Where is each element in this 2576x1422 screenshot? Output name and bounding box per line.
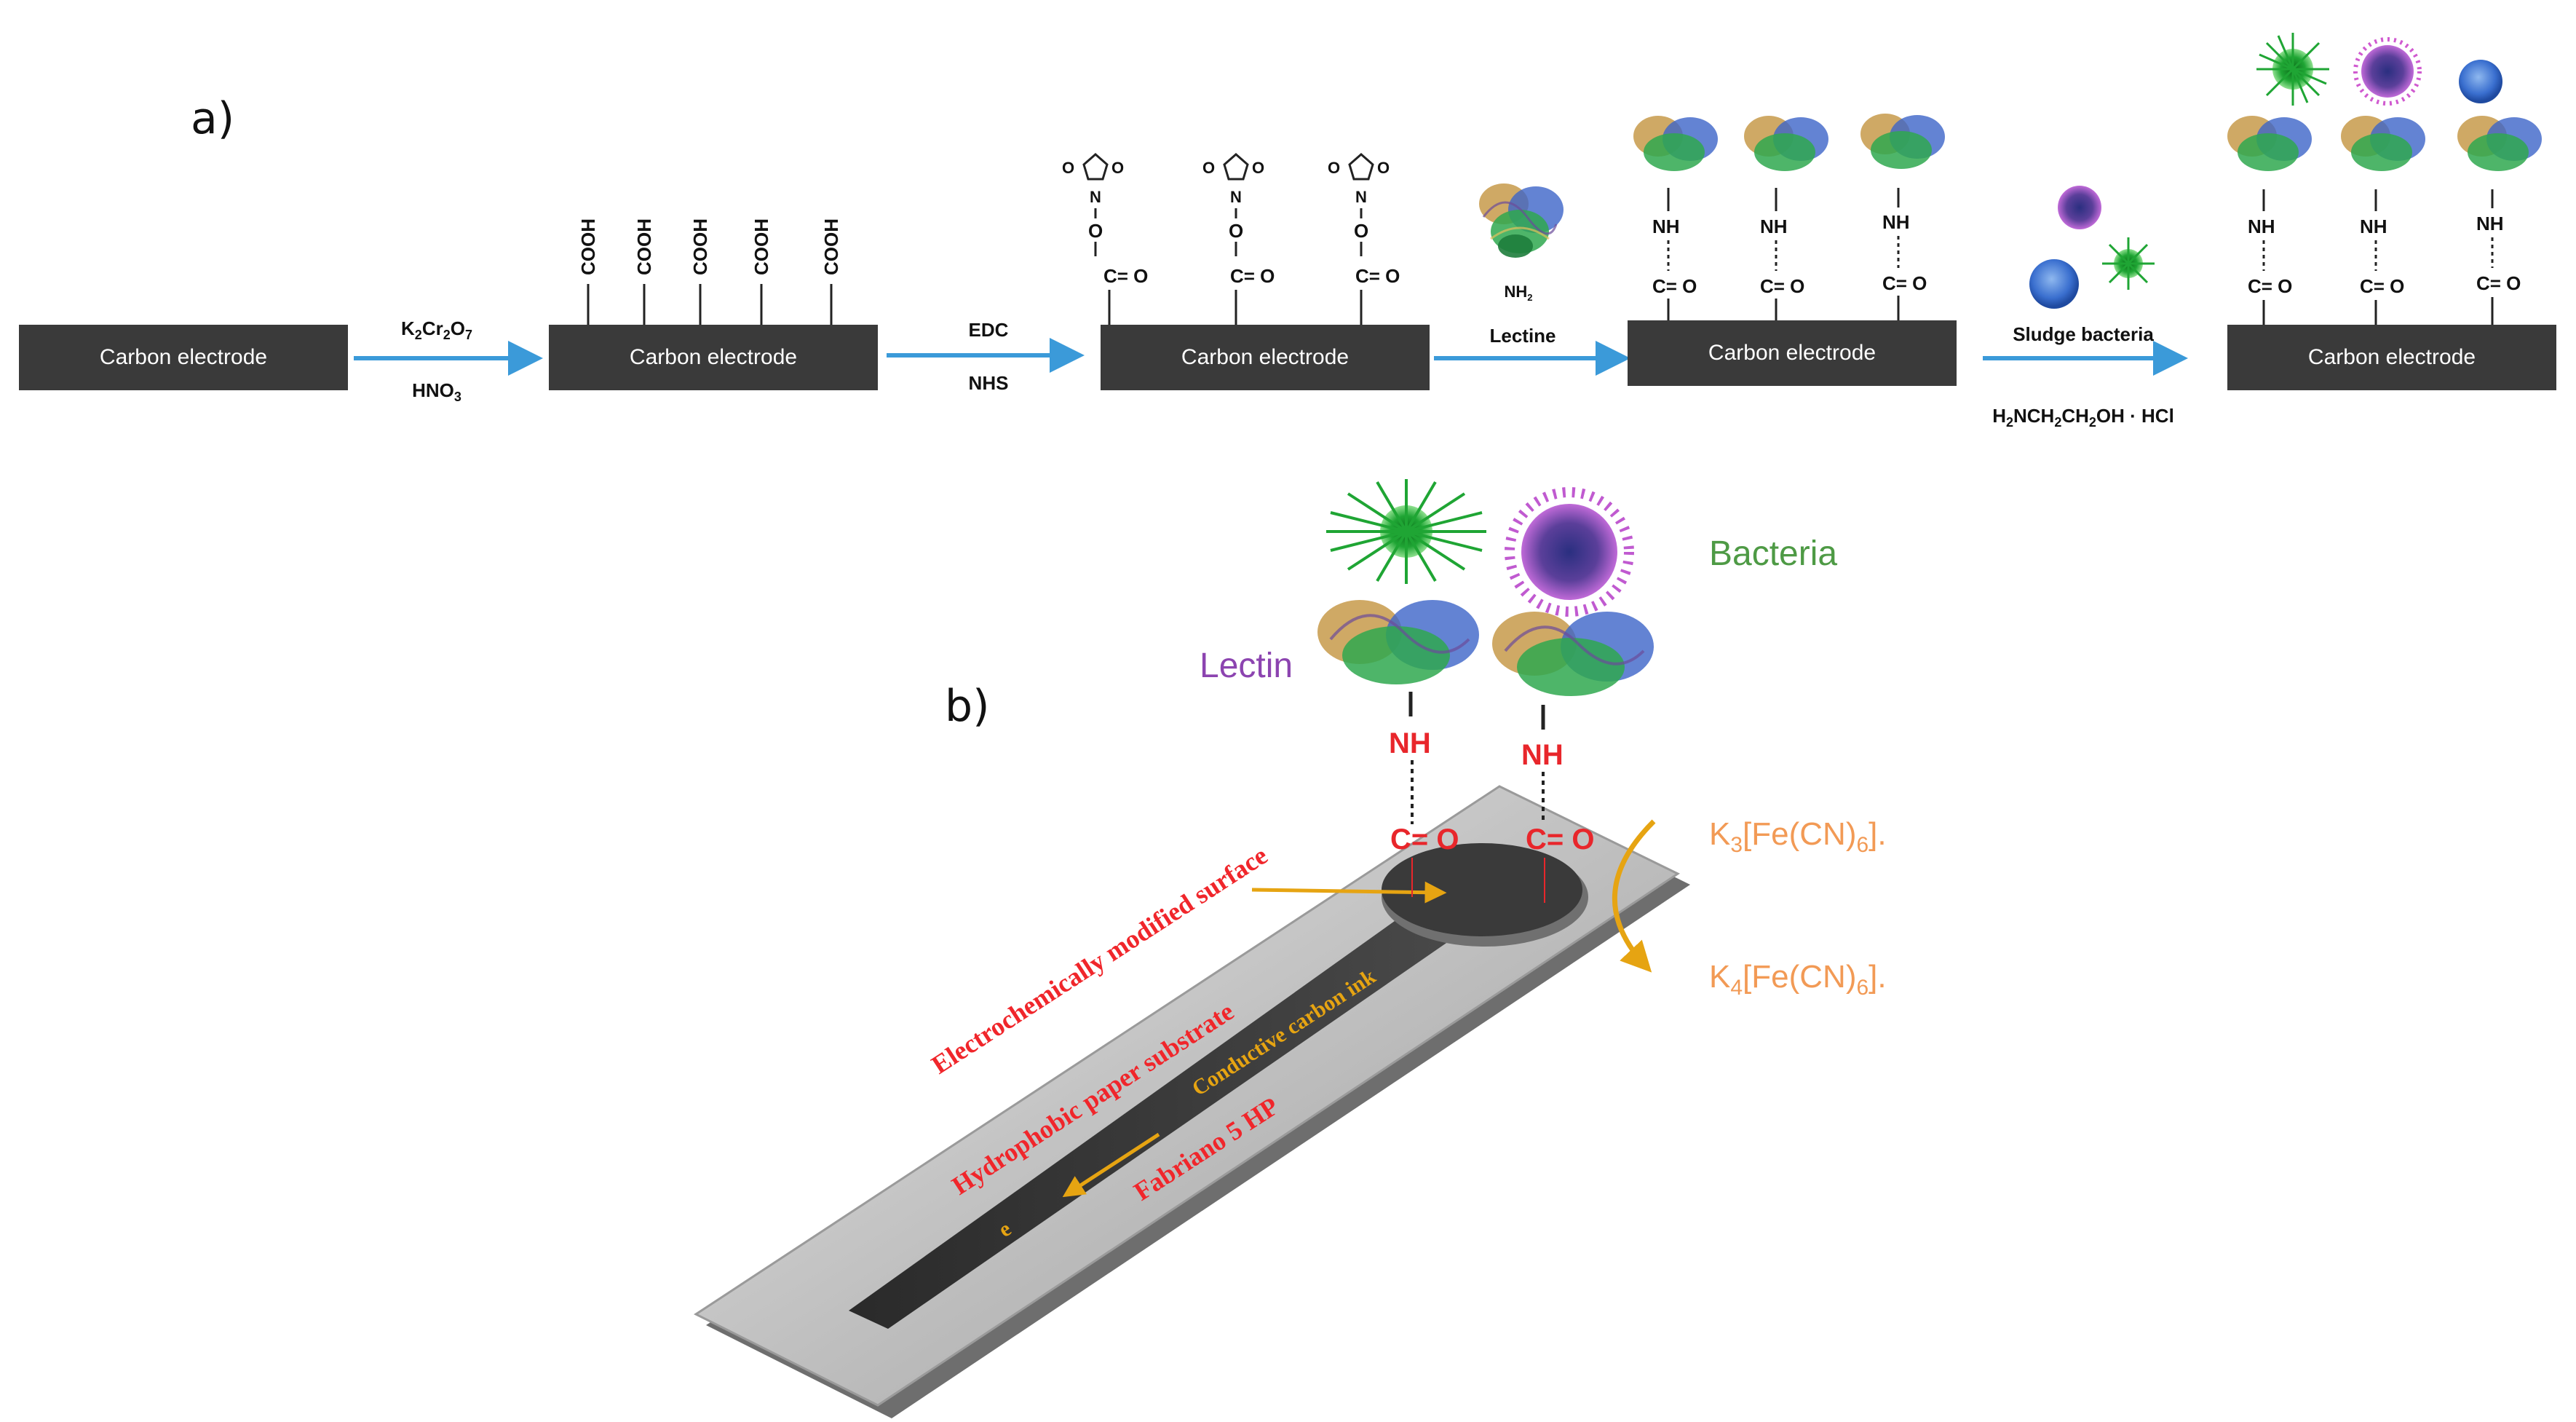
bacteria-blue-icon [2459, 60, 2502, 103]
lectin-molecule-icon [1317, 600, 1479, 684]
o-atom: O [1229, 220, 1243, 242]
nh-label: NH [1760, 216, 1788, 237]
electrode-label: Carbon electrode [1708, 341, 1876, 365]
o-atom: O [1202, 159, 1215, 177]
reagent-edc: EDC [969, 319, 1009, 341]
nh-label: NH [1652, 216, 1680, 237]
nh-label: NH [2248, 216, 2275, 237]
amine-label: NH2 [1504, 283, 1532, 303]
n-atom: N [1355, 188, 1367, 206]
electrode-step2: Carbon electrode O O N O C= O O O N O C=… [1062, 153, 1430, 390]
nh-label: NH [1882, 211, 1910, 233]
nhs-ester: O O N O C= O [1328, 153, 1400, 325]
bacteria-label: Bacteria [1709, 534, 1837, 573]
sludge-bacteria-icon [2029, 186, 2155, 309]
nh-label: NH [1389, 727, 1431, 759]
carbonyl-label: C= O [1760, 275, 1804, 297]
cooh-text: COOH [820, 218, 842, 275]
carbonyl-label: C= O [1230, 265, 1275, 287]
panel-a-label: a) [191, 93, 234, 144]
o-atom: O [1088, 220, 1103, 242]
lectin-linkage: NH C= O [1521, 705, 1594, 903]
nh-label: NH [2476, 213, 2504, 234]
reagent-acid: HNO3 [412, 379, 461, 404]
carbonyl-label: C= O [1652, 275, 1697, 297]
lectin-linkage: NH C= O [1744, 116, 1828, 320]
ferrocyanide-label: K4[Fe(CN)6]. [1709, 959, 1887, 1000]
lectin-linkage: NH C= O [1389, 692, 1459, 897]
redox-arrow [1612, 819, 1656, 973]
n-atom: N [1230, 188, 1242, 206]
cooh-group: COOH [689, 218, 711, 325]
cooh-group: COOH [577, 218, 599, 325]
carbonyl-label: C= O [2248, 275, 2292, 297]
panel-b-label: b) [945, 681, 990, 732]
nh-label: NH [1521, 739, 1564, 771]
n-atom: N [1090, 188, 1101, 206]
carbonyl-label: C= O [1390, 823, 1459, 856]
electrode-label: Carbon electrode [100, 345, 267, 369]
lectin-linkage: NH C= O [2457, 116, 2542, 325]
carbon-ink-track [849, 896, 1481, 1329]
reagent-nhs: NHS [969, 372, 1009, 394]
o-atom: O [1111, 159, 1124, 177]
reagent-oxidant: K2Cr2O7 [401, 317, 472, 342]
lectin-linkage: NH C= O [2227, 116, 2312, 325]
nhs-ester: O O N O C= O [1062, 153, 1148, 325]
reagent-sludge-bacteria: Sludge bacteria [2013, 323, 2154, 345]
electrode-step0: Carbon electrode [19, 325, 348, 390]
bacteria-green-icon [2256, 33, 2329, 106]
working-electrode-pad [1382, 843, 1588, 947]
electrode-step3: Carbon electrode NH C= O NH C= O [1628, 114, 1957, 386]
electron-flow-arrow [1062, 1132, 1160, 1198]
carbonyl-label: C= O [1882, 272, 1927, 294]
lectin-linkage: NH C= O [1633, 116, 1718, 320]
cooh-text: COOH [633, 218, 655, 275]
bacteria-green-icon [1326, 479, 1486, 584]
lectin-molecule-icon [1492, 612, 1654, 696]
lectin-label: Lectin [1200, 647, 1293, 685]
nh-label: NH [2360, 216, 2387, 237]
o-atom: O [1062, 159, 1074, 177]
electrode-step4: Carbon electrode NH C= O [2227, 33, 2556, 390]
reagent-lectine: Lectine [1489, 325, 1555, 347]
surface-arrow [1251, 881, 1447, 904]
carbonyl-label: C= O [1355, 265, 1400, 287]
bacteria-purple-icon [1505, 487, 1634, 617]
electrode-label: Carbon electrode [630, 345, 797, 369]
o-atom: O [1354, 220, 1368, 242]
carbonyl-label: C= O [1103, 265, 1148, 287]
carbonyl-label: C= O [2360, 275, 2404, 297]
electrode-label: Carbon electrode [1181, 345, 1349, 369]
reagent-ethanolamine: H2NCH2CH2OH · HCl [1992, 405, 2174, 430]
cooh-group: COOH [750, 218, 772, 325]
o-atom: O [1252, 159, 1264, 177]
lectin-linkage: NH C= O [1860, 114, 1945, 320]
carbonyl-label: C= O [1526, 823, 1594, 856]
electrode-step1: Carbon electrode COOH COOH COOH COOH COO… [549, 218, 878, 390]
cooh-text: COOH [577, 218, 599, 275]
lectin-linkage: NH C= O [2341, 116, 2425, 325]
lectin-molecule-icon [1479, 183, 1564, 258]
carbonyl-label: C= O [2476, 272, 2521, 294]
cooh-text: COOH [750, 218, 772, 275]
cooh-text: COOH [689, 218, 711, 275]
bacteria-purple-icon [2353, 37, 2422, 106]
cooh-group: COOH [820, 218, 842, 325]
ferricyanide-label: K3[Fe(CN)6]. [1709, 816, 1887, 857]
o-atom: O [1377, 159, 1390, 177]
o-atom: O [1328, 159, 1340, 177]
nhs-ester: O O N O C= O [1202, 153, 1275, 325]
cooh-group: COOH [633, 218, 655, 325]
electrode-label: Carbon electrode [2308, 345, 2476, 369]
